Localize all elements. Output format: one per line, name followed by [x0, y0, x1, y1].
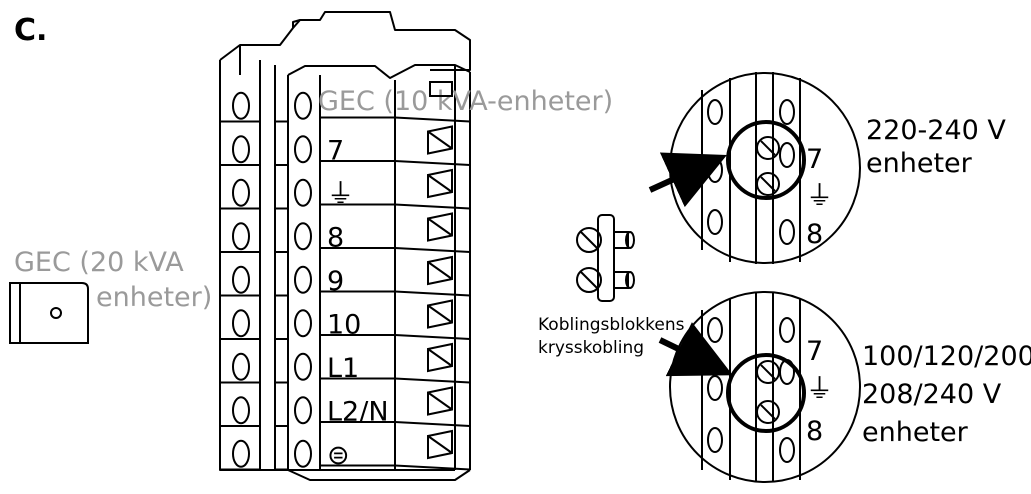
terminal-label: 9 [327, 266, 344, 297]
gec-20kva-label-2: enheter) [96, 282, 212, 313]
detail-top-voltage-1: 220-240 V [866, 115, 1006, 146]
bridge-label-1: Koblingsblokkens [538, 315, 685, 335]
right-screw-slot [294, 309, 312, 338]
left-screw-slot [232, 135, 250, 164]
right-screw-slot [294, 439, 312, 468]
left-screw-slot [232, 222, 250, 251]
row-divider [220, 334, 471, 340]
row-divider [220, 116, 471, 123]
wire-entry [429, 81, 453, 97]
wire-entry [427, 386, 453, 416]
detail-bottom-terminal-8: 8 [806, 416, 823, 447]
detail-bottom-voltage-2: 208/240 V [862, 379, 1002, 410]
row-divider [220, 377, 471, 384]
wire-entry [427, 342, 453, 373]
gec-10kva-label: GEC (10 kVA-enheter) [318, 86, 613, 117]
detail-top-terminal-8: 8 [806, 219, 823, 250]
right-screw-slot [294, 352, 312, 381]
row-divider [220, 290, 471, 297]
detail-top-terminal-7: 7 [806, 144, 823, 175]
left-screw-slot [232, 439, 250, 468]
arrow-top [648, 152, 727, 208]
left-screw-slot [232, 396, 250, 425]
detail-circle-bottom [669, 291, 861, 483]
detail-bottom-terminal-7: 7 [806, 336, 823, 367]
gec-20kva-label-1: GEC (20 kVA [14, 247, 184, 278]
gec-20kva-lug [9, 282, 89, 344]
right-screw-slot [294, 265, 312, 294]
left-screw-slot [232, 309, 250, 338]
left-screw-slot [232, 178, 250, 207]
bridge-jumper [576, 214, 635, 302]
arrow-bottom [658, 322, 733, 377]
terminal-label: 10 [327, 309, 361, 340]
detail-bottom-voltage-1: 100/120/200/ [862, 341, 1031, 372]
wire-entry [427, 255, 453, 286]
terminal-label: L1 [327, 353, 359, 384]
terminal-block [219, 11, 471, 481]
terminal-label: ⊜ [327, 440, 350, 471]
right-screw-slot [294, 222, 312, 251]
detail-top-ground: ⏚ [806, 181, 833, 212]
wire-entry [427, 299, 453, 329]
left-screw-slot [232, 265, 250, 294]
panel-label: C. [14, 13, 47, 48]
wire-entry [427, 125, 453, 155]
wire-entry [427, 212, 453, 242]
right-screw-slot [294, 396, 312, 425]
right-screw-slot [294, 135, 312, 164]
detail-bottom-ground: ⏚ [806, 374, 833, 405]
bridge-label-2: krysskobling [538, 338, 644, 358]
left-screw-slot [232, 91, 250, 120]
terminal-label: 7 [327, 135, 344, 166]
detail-bottom-voltage-3: enheter [862, 417, 969, 448]
row-divider [220, 421, 471, 427]
wire-entry [427, 168, 453, 199]
terminal-label: 8 [327, 222, 344, 253]
terminal-label: L2/N [327, 396, 389, 427]
row-divider [220, 247, 471, 253]
row-divider [220, 160, 471, 166]
detail-top-voltage-2: enheter [866, 148, 973, 179]
terminal-label: ⏚ [327, 179, 354, 210]
right-screw-slot [294, 91, 312, 120]
wire-entry [427, 429, 453, 460]
row-divider [220, 464, 471, 471]
left-screw-slot [232, 352, 250, 381]
right-screw-slot [294, 178, 312, 207]
row-divider [220, 203, 471, 210]
